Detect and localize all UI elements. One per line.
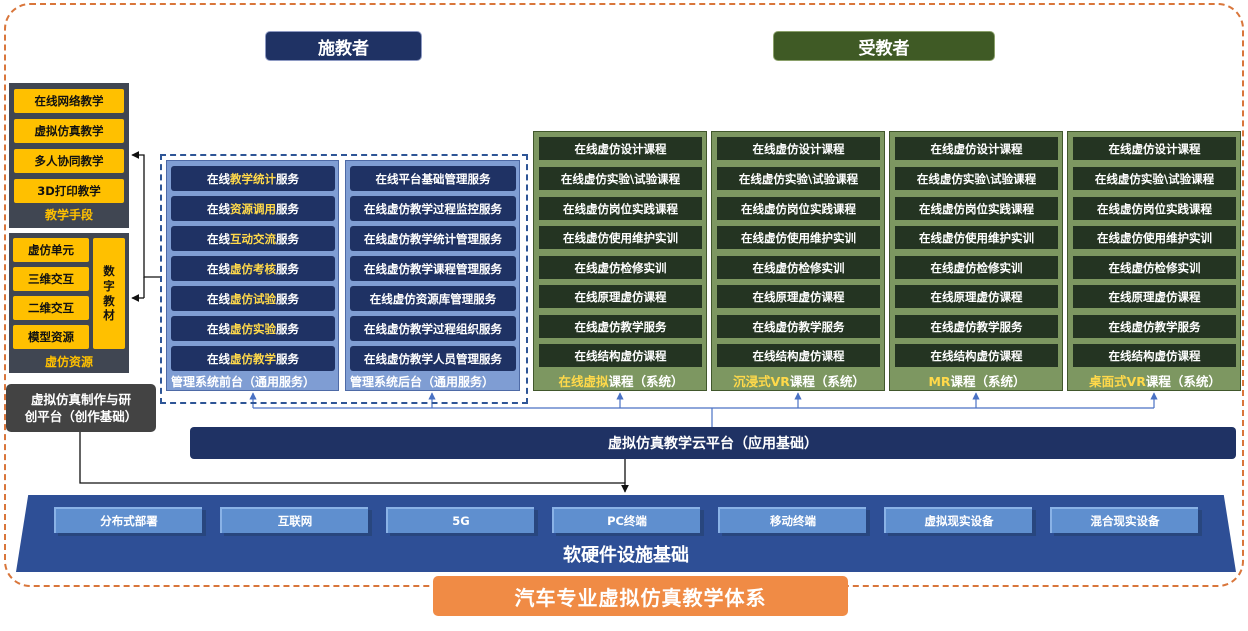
front-end-service: 在线互动交流服务 [171, 226, 335, 251]
creation-platform-box: 虚拟仿真制作与研 创平台（创作基础） [6, 384, 156, 432]
teaching-means-item: 在线网络教学 [14, 89, 124, 113]
course-item: 在线虚仿岗位实践课程 [717, 197, 880, 220]
course-item: 在线虚仿设计课程 [539, 137, 702, 160]
course-item: 在线结构虚仿课程 [1073, 344, 1236, 367]
course-item: 在线虚仿使用维护实训 [717, 226, 880, 249]
course-item: 在线虚仿岗位实践课程 [1073, 197, 1236, 220]
hardware-item: 分布式部署 [54, 507, 202, 533]
front-end-title: 管理系统前台（通用服务） [171, 375, 316, 389]
course-item: 在线虚仿教学服务 [895, 315, 1058, 338]
course-item: 在线虚仿检修实训 [539, 256, 702, 279]
course-item: 在线结构虚仿课程 [717, 344, 880, 367]
course-item: 在线虚仿岗位实践课程 [539, 197, 702, 220]
teacher-role-label: 施教者 [265, 31, 422, 61]
back-end-service: 在线虚仿教学人员管理服务 [350, 346, 516, 371]
management-system-group [160, 154, 528, 404]
resource-item: 二维交互 [13, 296, 89, 320]
front-end-panel: 在线教学统计服务 在线资源调用服务 在线互动交流服务 在线虚仿考核服务 在线虚仿… [166, 160, 339, 391]
course-panel-title: 沉浸式VR课程（系统） [733, 374, 865, 389]
desktop-vr-course-panel: 在线虚仿设计课程 在线虚仿实验\试验课程 在线虚仿岗位实践课程 在线虚仿使用维护… [1067, 131, 1241, 391]
front-end-service: 在线虚仿实验服务 [171, 316, 335, 341]
cloud-platform-bar: 虚拟仿真教学云平台（应用基础） [190, 427, 1236, 459]
course-item: 在线虚仿设计课程 [895, 137, 1058, 160]
course-item: 在线虚仿检修实训 [1073, 256, 1236, 279]
course-item: 在线虚仿使用维护实训 [539, 226, 702, 249]
teaching-means-item: 多人协同教学 [14, 149, 124, 173]
mr-course-panel: 在线虚仿设计课程 在线虚仿实验\试验课程 在线虚仿岗位实践课程 在线虚仿使用维护… [889, 131, 1063, 391]
back-end-service: 在线虚仿教学过程监控服务 [350, 196, 516, 221]
back-end-panel: 在线平台基础管理服务 在线虚仿教学过程监控服务 在线虚仿教学统计管理服务 在线虚… [345, 160, 520, 391]
back-end-service: 在线虚仿教学课程管理服务 [350, 256, 516, 281]
course-item: 在线原理虚仿课程 [1073, 285, 1236, 308]
course-panel-title: 在线虚拟课程（系统） [558, 374, 684, 389]
course-item: 在线虚仿教学服务 [1073, 315, 1236, 338]
back-end-service: 在线平台基础管理服务 [350, 166, 516, 191]
back-end-title: 管理系统后台（通用服务） [350, 375, 495, 389]
back-end-service: 在线虚仿教学统计管理服务 [350, 226, 516, 251]
teaching-means-panel: 在线网络教学 虚拟仿真教学 多人协同教学 3D打印教学 教学手段 [9, 83, 129, 228]
course-item: 在线虚仿使用维护实训 [895, 226, 1058, 249]
digital-material-label: 数 字 教 材 [93, 238, 125, 349]
course-item: 在线虚仿设计课程 [717, 137, 880, 160]
course-panel-title: MR课程（系统） [928, 374, 1026, 389]
resource-item: 模型资源 [13, 325, 89, 349]
course-item: 在线原理虚仿课程 [717, 285, 880, 308]
front-end-service: 在线虚仿教学服务 [171, 346, 335, 371]
front-end-service: 在线教学统计服务 [171, 166, 335, 191]
virtual-resources-panel: 虚仿单元 三维交互 二维交互 模型资源 数 字 教 材 虚仿资源 [9, 233, 129, 373]
system-title: 汽车专业虚拟仿真教学体系 [433, 576, 848, 616]
course-item: 在线虚仿教学服务 [539, 315, 702, 338]
teaching-means-item: 3D打印教学 [14, 179, 124, 203]
course-item: 在线虚仿岗位实践课程 [895, 197, 1058, 220]
course-item: 在线虚仿使用维护实训 [1073, 226, 1236, 249]
course-panel-title: 桌面式VR课程（系统） [1089, 374, 1221, 389]
course-item: 在线虚仿设计课程 [1073, 137, 1236, 160]
learner-role-label: 受教者 [773, 31, 995, 61]
teaching-means-item: 虚拟仿真教学 [14, 119, 124, 143]
course-item: 在线虚仿实验\试验课程 [895, 167, 1058, 190]
immersive-vr-course-panel: 在线虚仿设计课程 在线虚仿实验\试验课程 在线虚仿岗位实践课程 在线虚仿使用维护… [711, 131, 885, 391]
hardware-item: 移动终端 [718, 507, 866, 533]
course-item: 在线原理虚仿课程 [895, 285, 1058, 308]
course-item: 在线虚仿教学服务 [717, 315, 880, 338]
teaching-means-title: 教学手段 [44, 208, 93, 222]
hardware-item: 互联网 [220, 507, 368, 533]
course-item: 在线虚仿检修实训 [895, 256, 1058, 279]
resource-item: 虚仿单元 [13, 238, 89, 262]
hardware-platform-title: 软硬件设施基础 [563, 545, 689, 566]
front-end-service: 在线虚仿考核服务 [171, 256, 335, 281]
course-item: 在线虚仿实验\试验课程 [539, 167, 702, 190]
course-item: 在线虚仿检修实训 [717, 256, 880, 279]
online-virtual-course-panel: 在线虚仿设计课程 在线虚仿实验\试验课程 在线虚仿岗位实践课程 在线虚仿使用维护… [533, 131, 707, 391]
course-item: 在线虚仿实验\试验课程 [1073, 167, 1236, 190]
course-item: 在线结构虚仿课程 [539, 344, 702, 367]
virtual-resources-title: 虚仿资源 [44, 355, 93, 369]
front-end-service: 在线资源调用服务 [171, 196, 335, 221]
course-item: 在线结构虚仿课程 [895, 344, 1058, 367]
course-item: 在线原理虚仿课程 [539, 285, 702, 308]
hardware-item: 混合现实设备 [1050, 507, 1198, 533]
hardware-item: 虚拟现实设备 [884, 507, 1032, 533]
resource-item: 三维交互 [13, 267, 89, 291]
course-item: 在线虚仿实验\试验课程 [717, 167, 880, 190]
back-end-service: 在线虚仿教学过程组织服务 [350, 316, 516, 341]
front-end-service: 在线虚仿试验服务 [171, 286, 335, 311]
back-end-service: 在线虚仿资源库管理服务 [350, 286, 516, 311]
hardware-item: PC终端 [552, 507, 700, 533]
hardware-item: 5G [386, 507, 534, 533]
